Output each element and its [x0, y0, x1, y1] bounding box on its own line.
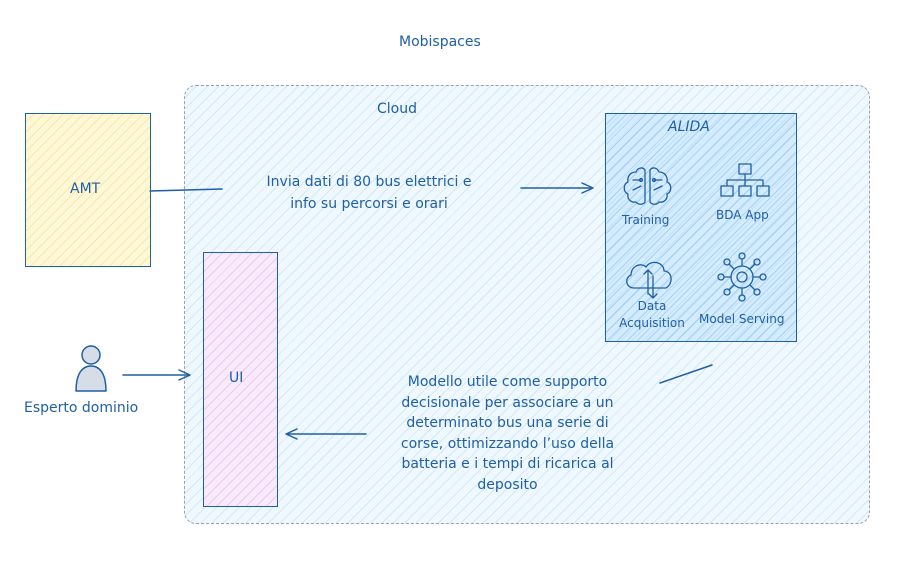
diagram-title: Mobispaces — [399, 34, 481, 50]
brain-icon — [623, 167, 672, 205]
data-acquisition-label-line1: Data — [637, 299, 667, 313]
alida-to-ui-line4: corse, ottimizzando l’uso della — [400, 435, 615, 452]
alida-to-ui-line1: Modello utile come supporto — [407, 374, 608, 390]
amt-box — [25, 113, 151, 267]
alida-to-ui-line5: batteria e i tempi di ricarica al — [401, 456, 614, 472]
bda-app-label: BDA App — [716, 208, 769, 222]
alida-to-ui-line6: deposito — [477, 476, 538, 493]
alida-to-ui-line2: decisionale per associare a un — [401, 394, 614, 411]
amt-to-alida-line2: info su percorsi e orari — [290, 196, 448, 212]
cloud-container — [184, 85, 870, 524]
cloud-sync-icon — [626, 261, 672, 299]
amt-to-alida-label: Invia dati di 80 bus elettrici e info su… — [222, 171, 516, 215]
alida-box — [605, 113, 797, 342]
network-icon — [717, 252, 767, 302]
alida-to-ui-line3: determinato bus una serie di — [406, 415, 609, 431]
model-serving-label: Model Serving — [699, 312, 785, 326]
training-label: Training — [622, 213, 670, 227]
person-icon — [75, 345, 107, 392]
amt-to-alida-line1: Invia dati di 80 bus elettrici e — [266, 174, 472, 190]
actor-label: Esperto dominio — [24, 400, 139, 416]
alida-label: ALIDA — [668, 119, 710, 135]
hierarchy-icon — [720, 163, 770, 197]
alida-to-ui-label: Modello utile come supporto decisionale … — [365, 372, 650, 495]
cloud-label: Cloud — [377, 101, 417, 117]
arrow-actor-to-ui — [122, 369, 191, 381]
ui-box — [203, 252, 278, 507]
data-acquisition-label: Data Acquisition — [610, 298, 694, 332]
arrow-alida-to-ui — [285, 364, 713, 440]
arrow-amt-to-alida — [149, 182, 594, 194]
ui-label: UI — [229, 370, 244, 386]
amt-label: AMT — [70, 181, 101, 197]
data-acquisition-label-line2: Acquisition — [619, 316, 685, 330]
